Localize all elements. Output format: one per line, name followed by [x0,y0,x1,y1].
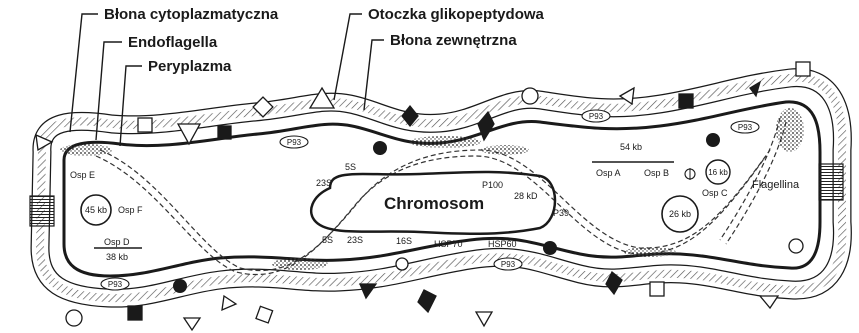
plasmid-54kb: 54 kb Osp A Osp B [592,142,674,178]
gene-osp-f: Osp F [118,205,143,215]
gene-osp-c: Osp C [702,188,728,198]
callout-outer-membrane: Błona zewnętrzna [390,32,517,49]
callout-glycopeptide-layer: Otoczka glikopeptydowa [368,6,545,23]
gene-osp-e: Osp E [70,170,95,180]
surface-square-open [650,282,664,296]
plasmid-38kb: Osp D 38 kb [94,237,142,262]
gene-osp-d: Osp D [104,237,130,247]
chromosome: Chromosom 5S 23S P100 28 kD P39 5S 23S 1… [311,162,569,249]
gene-5s-bottom: 5S [322,235,333,245]
callout-periplasm: Peryplazma [148,58,232,75]
surface-square-filled [128,306,142,320]
right-flagellar-motor [819,164,843,200]
plasmid-54kb-size: 54 kb [620,142,642,152]
plasmid-16kb-size: 16 kb [708,168,728,177]
surface-triangle-open [476,312,492,326]
p93-label: P93 [501,260,516,269]
surface-triangle-open [184,318,200,330]
p93-label: P93 [589,112,604,121]
gene-23s-bottom: 23S [347,235,363,245]
gene-osp-a: Osp A [596,168,621,178]
surface-square-filled [679,94,693,108]
plasmid-16kb: 16 kb Osp C [685,160,730,198]
gene-28kd: 28 kD [514,191,538,201]
flagellin-label: Flagellina [752,179,800,191]
surface-triangle-open [222,296,236,310]
plasmid-45kb-size: 45 kb [85,205,107,215]
gene-p100: P100 [482,180,503,190]
chromosome-label: Chromosom [384,194,484,213]
gene-osp-b: Osp B [644,168,669,178]
callout-cytoplasmic-membrane: Błona cytoplazmatyczna [104,6,279,23]
p93-label: P93 [287,138,302,147]
surface-triangle-filled [360,284,376,298]
surface-square-open [138,118,152,132]
gene-hsp70: HSP70 [434,239,463,249]
surface-circle-open [522,88,538,104]
surface-triangle-open [760,296,778,308]
p93-label: P93 [108,280,123,289]
surface-circle-open [396,258,408,270]
gene-23s-top: 23S [316,178,332,188]
plasmid-38kb-size: 38 kb [106,252,128,262]
gene-16s: 16S [396,236,412,246]
gene-hsp60: HSP60 [488,239,517,249]
plasmid-26kb: 26 kb [662,196,698,232]
p93-label: P93 [738,123,753,132]
callout-endoflagella: Endoflagella [128,34,218,51]
left-flagellar-motor [30,196,54,226]
gene-5s-top: 5S [345,162,356,172]
surface-square-open [796,62,810,76]
surface-square-open [256,306,273,323]
surface-diamond-filled [418,290,436,312]
surface-square-filled [218,126,231,139]
plasmid-26kb-size: 26 kb [669,209,691,219]
gene-p39: P39 [553,208,569,218]
surface-circle-open [66,310,82,326]
